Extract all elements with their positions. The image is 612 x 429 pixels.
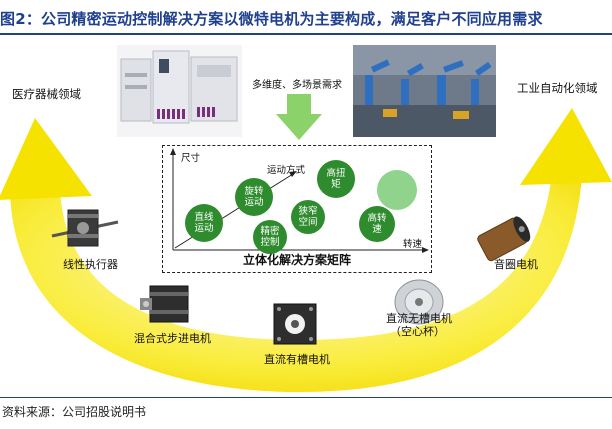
circle-high-speed: 高转速 xyxy=(359,206,395,242)
arc-body xyxy=(10,172,582,392)
matrix-title: 立体化解决方案矩阵 xyxy=(242,253,351,267)
medical-equipment-image xyxy=(117,45,242,137)
medical-field-label: 医疗器械领域 xyxy=(12,87,81,101)
circle-high-torque: 高扭矩 xyxy=(317,160,355,198)
hybrid-stepper-icon xyxy=(140,285,189,323)
linear-actuator-icon xyxy=(51,209,119,247)
bldc-motor-icon xyxy=(394,279,444,325)
linear-actuator-label: 线性执行器 xyxy=(63,258,118,271)
circle-linear-motion: 直线运动 xyxy=(185,204,223,242)
dc-slotted-motor-icon xyxy=(273,303,317,345)
arc-left-arrowhead xyxy=(0,118,92,200)
circle-precision-control: 精密控制 xyxy=(253,220,287,254)
header: 图2：公司精密运动控制解决方案以微特电机为主要构成，满足客户不同应用需求 xyxy=(0,0,612,35)
source-note: 资料来源：公司招股说明书 xyxy=(2,405,147,419)
circle-blank xyxy=(377,170,417,210)
dc-slotted-motor-label: 直流有槽电机 xyxy=(264,353,330,366)
bldc-motor-label-line2: （空心杯） xyxy=(390,325,445,338)
circle-narrow-space: 狭窄空间 xyxy=(291,200,325,234)
down-arrow xyxy=(276,94,322,140)
industrial-field-label: 工业自动化领域 xyxy=(517,81,598,95)
solution-matrix: 尺寸 转速 运动方式 直线运动 旋转运动 精密控制 狭窄空间 高扭矩 高转速 立… xyxy=(162,145,432,273)
industrial-robots-image xyxy=(353,45,496,137)
header-rule xyxy=(0,33,612,35)
figure-title: 图2：公司精密运动控制解决方案以微特电机为主要构成，满足客户不同应用需求 xyxy=(0,10,543,28)
footer-rule xyxy=(0,397,612,398)
demand-label: 多维度、多场景需求 xyxy=(252,80,342,91)
hybrid-stepper-label: 混合式步进电机 xyxy=(134,332,211,345)
circle-rotary-motion: 旋转运动 xyxy=(235,178,273,216)
voice-coil-motor-icon xyxy=(477,216,531,262)
y-axis-label: 尺寸 xyxy=(181,153,201,164)
voice-coil-motor-label: 音圈电机 xyxy=(494,258,538,271)
motion-label: 运动方式 xyxy=(267,165,306,176)
bldc-motor-label-line1: 直流无槽电机 xyxy=(386,312,452,325)
arc-right-arrowhead xyxy=(520,108,612,185)
x-axis-label: 转速 xyxy=(403,239,423,250)
